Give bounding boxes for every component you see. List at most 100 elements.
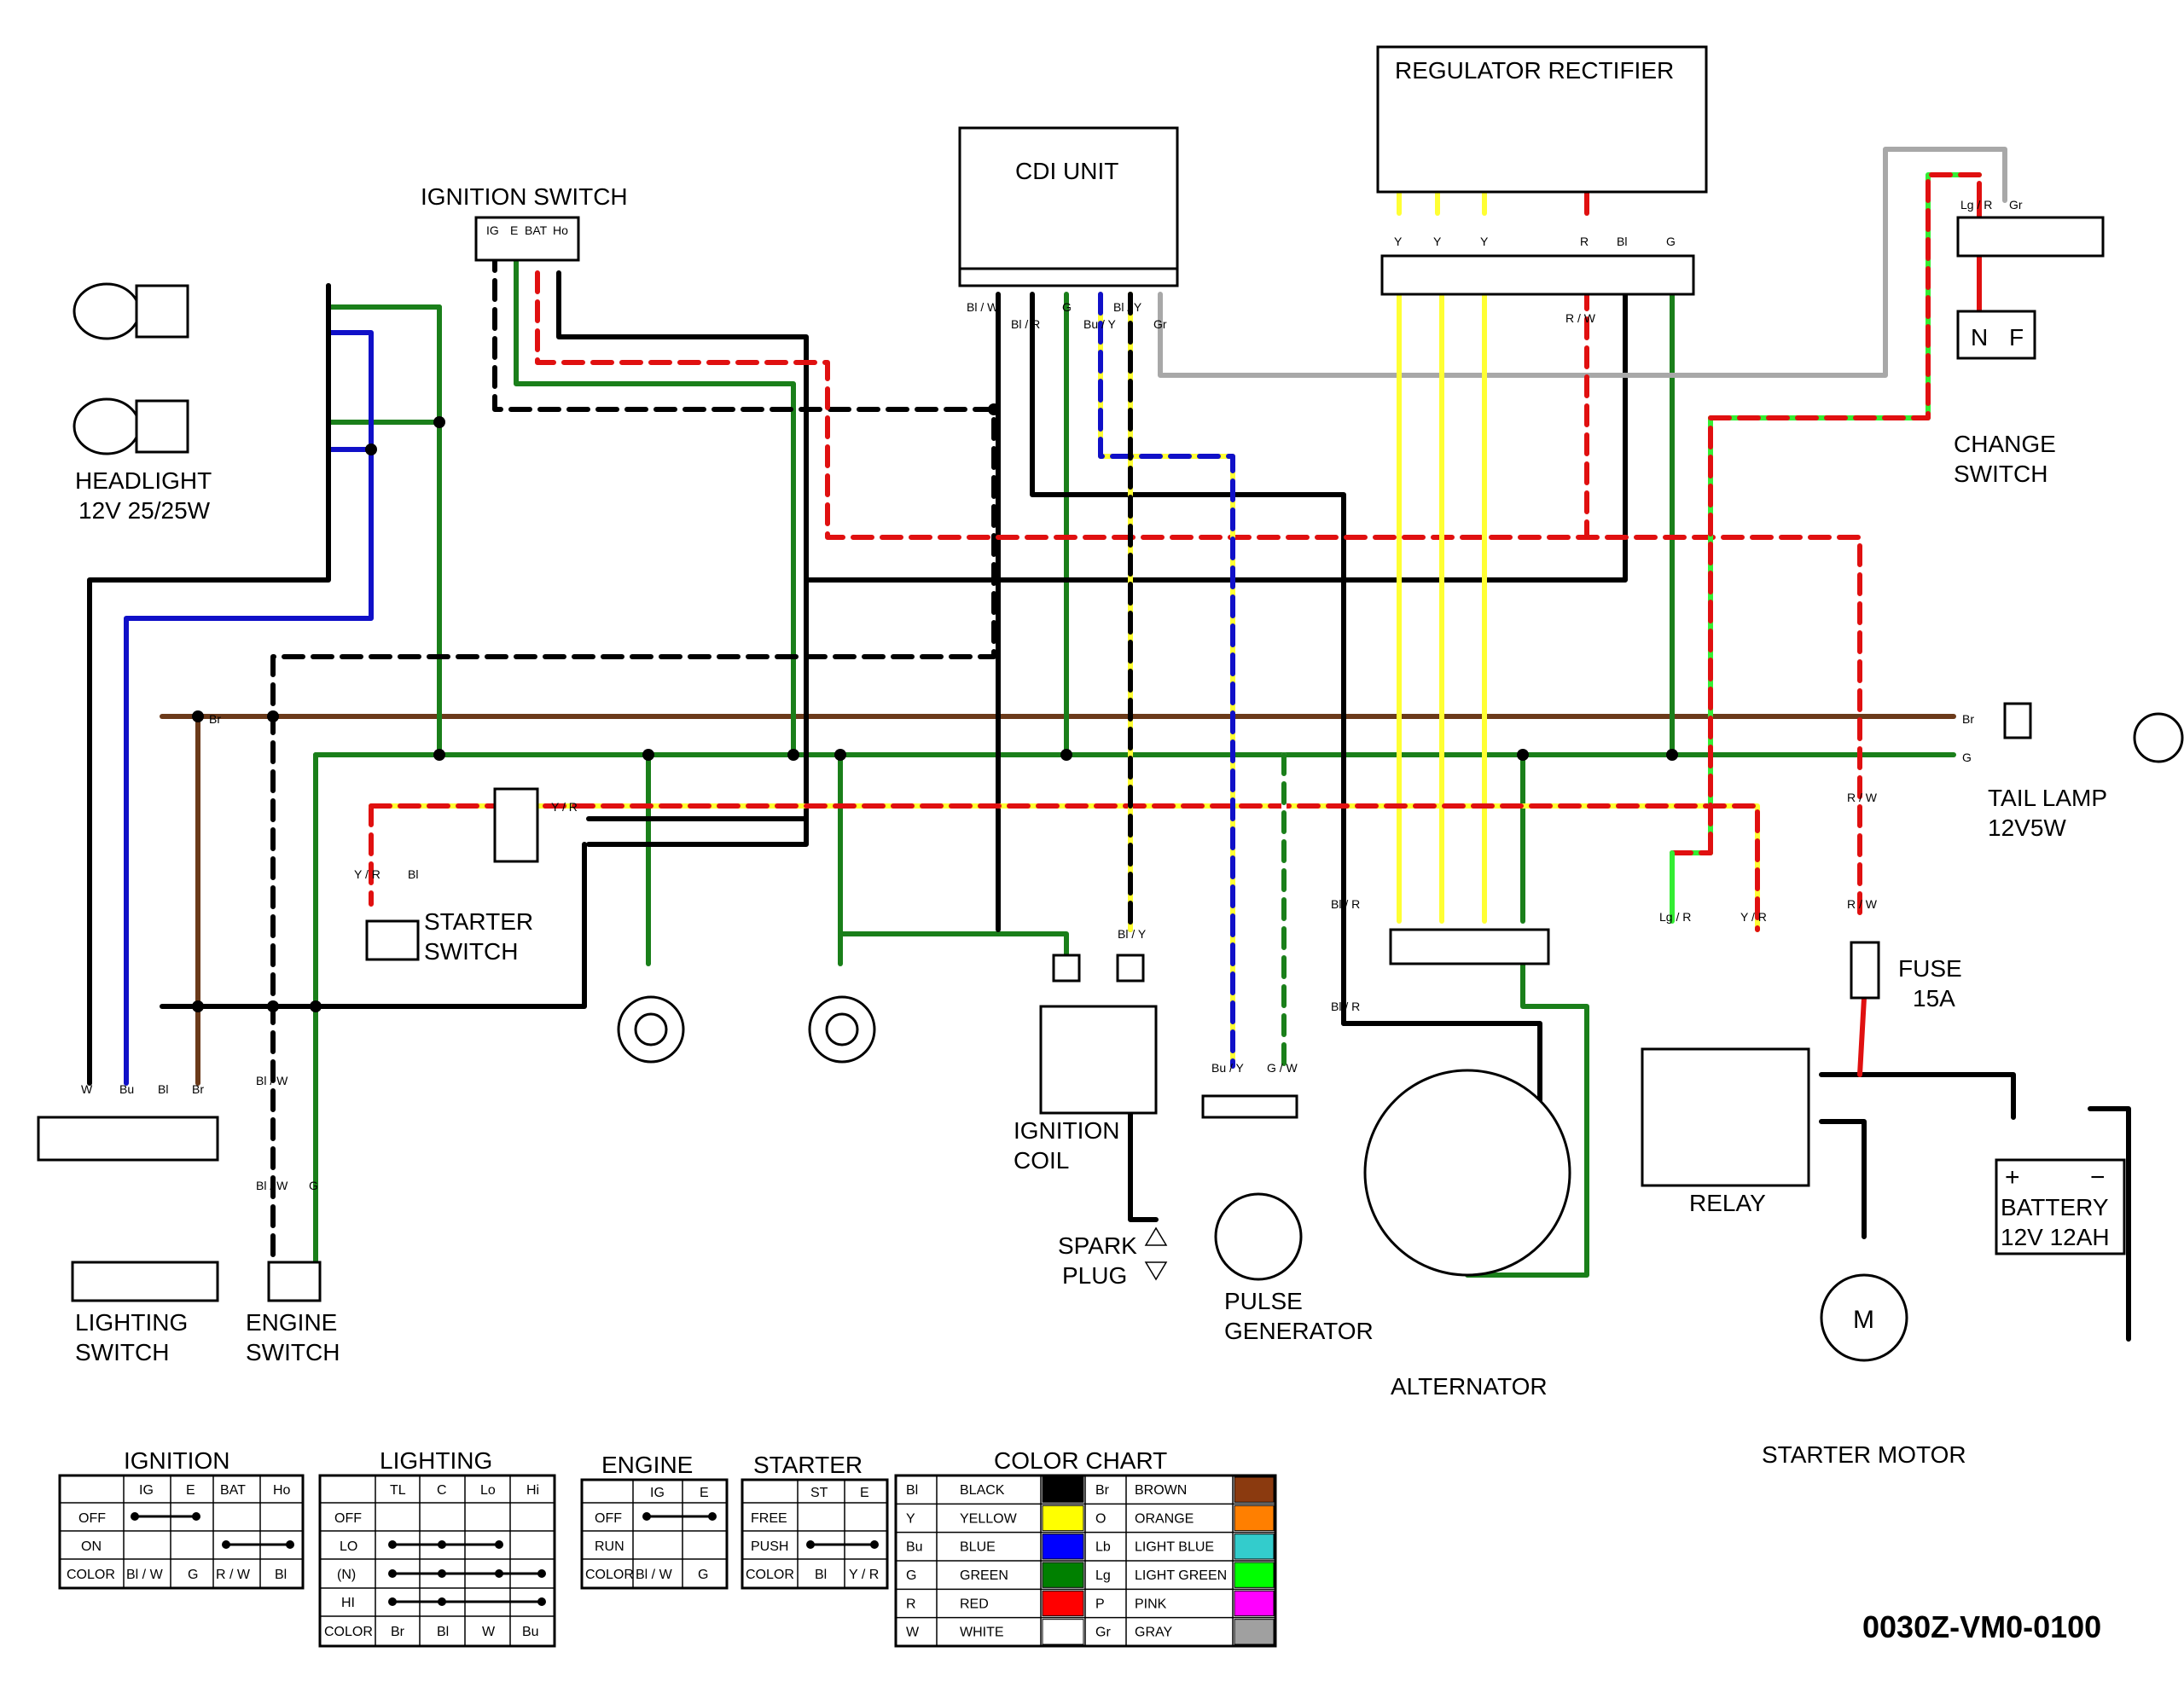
color-swatch-r bbox=[1042, 1590, 1084, 1617]
headlight-bulb-1 bbox=[73, 282, 189, 340]
svg-text:BAT: BAT bbox=[525, 223, 548, 237]
svg-text:G: G bbox=[1062, 300, 1072, 314]
color-name-pink: PINK bbox=[1135, 1597, 1167, 1611]
wire-labels: Bl / W Bl / R G Bu / Y Bl / Y Gr Y Y Y R… bbox=[81, 198, 2023, 1192]
svg-text:Y / R: Y / R bbox=[849, 1568, 879, 1582]
svg-text:R / W: R / W bbox=[1565, 311, 1596, 325]
alternator-title: ALTERNATOR bbox=[1391, 1373, 1548, 1400]
svg-text:Bl: Bl bbox=[408, 867, 418, 881]
color-name-red: RED bbox=[960, 1597, 989, 1611]
svg-text:COLOR CHART: COLOR CHART bbox=[994, 1447, 1167, 1474]
svg-text:Bl / R: Bl / R bbox=[1331, 1000, 1360, 1013]
wire-black-neg bbox=[2088, 1106, 2131, 1342]
svg-text:G: G bbox=[1666, 235, 1676, 248]
svg-text:Bl: Bl bbox=[437, 1625, 449, 1639]
svg-text:Y / R: Y / R bbox=[354, 867, 380, 881]
change-switch-f: F bbox=[2009, 324, 2024, 351]
svg-text:G: G bbox=[309, 1179, 318, 1192]
wire-black-headlight bbox=[87, 283, 331, 1086]
svg-text:OFF: OFF bbox=[334, 1511, 362, 1526]
wire-yellow-pulse bbox=[1098, 292, 1235, 1069]
color-name-yellow: YELLOW bbox=[960, 1511, 1018, 1526]
lighting-switch-body bbox=[37, 1116, 219, 1162]
svg-text:Y: Y bbox=[1394, 235, 1403, 248]
pulse-generator-title: PULSE bbox=[1224, 1288, 1303, 1314]
starter-switch-connector bbox=[493, 787, 539, 863]
engine-switch-title: ENGINE bbox=[246, 1309, 337, 1336]
color-swatch-p bbox=[1234, 1590, 1275, 1617]
svg-text:Ho: Ho bbox=[553, 223, 568, 237]
svg-text:Bl / W: Bl / W bbox=[967, 300, 999, 314]
color-swatch-y bbox=[1042, 1504, 1084, 1532]
svg-text:LO: LO bbox=[340, 1539, 357, 1554]
svg-text:Bl / Y: Bl / Y bbox=[1113, 300, 1142, 314]
svg-text:Bl: Bl bbox=[1617, 235, 1627, 248]
svg-text:FREE: FREE bbox=[751, 1511, 787, 1526]
part-number: 0030Z-VM0-0100 bbox=[1862, 1609, 2101, 1644]
ignition-coil-box bbox=[1039, 1005, 1158, 1115]
color-code-bl: Bl bbox=[906, 1483, 918, 1498]
ignition-coil-title: IGNITION bbox=[1014, 1117, 1119, 1144]
svg-text:Bu: Bu bbox=[522, 1625, 539, 1639]
svg-text:OFF: OFF bbox=[595, 1511, 622, 1526]
svg-text:E: E bbox=[860, 1486, 869, 1500]
ignition-coil-title2: COIL bbox=[1014, 1147, 1069, 1174]
headlight-title: HEADLIGHT bbox=[75, 467, 212, 494]
engine-switch-box bbox=[267, 1261, 322, 1302]
wire-black-cdi-br bbox=[1030, 292, 1346, 1026]
svg-text:PUSH: PUSH bbox=[751, 1539, 788, 1554]
svg-text:Y / R: Y / R bbox=[1740, 910, 1767, 924]
svg-text:G: G bbox=[1962, 751, 1972, 764]
relay-title: RELAY bbox=[1689, 1190, 1766, 1216]
svg-text:G: G bbox=[698, 1568, 708, 1582]
wire-black-ign bbox=[556, 270, 809, 847]
lighting-switch-title: LIGHTING bbox=[75, 1309, 188, 1336]
change-switch-title2: SWITCH bbox=[1954, 461, 2048, 487]
svg-text:R: R bbox=[1580, 235, 1589, 248]
svg-text:COLOR: COLOR bbox=[585, 1568, 634, 1582]
engine-switch-title2: SWITCH bbox=[246, 1339, 340, 1365]
ignition-switch-title: IGNITION SWITCH bbox=[421, 183, 628, 210]
wire-black-starter bbox=[160, 842, 587, 1009]
tail-lamp-rating: 12V5W bbox=[1988, 815, 2066, 841]
svg-text:Br: Br bbox=[209, 712, 221, 726]
color-swatch-g bbox=[1042, 1562, 1084, 1588]
wire-red-dashed-main bbox=[535, 270, 1862, 915]
svg-text:Lg / R: Lg / R bbox=[1659, 910, 1691, 924]
starter-motor-circle bbox=[1820, 1273, 1908, 1362]
svg-text:Bl: Bl bbox=[158, 1082, 168, 1096]
svg-text:(N): (N) bbox=[337, 1568, 356, 1582]
spark-plug-title2: PLUG bbox=[1062, 1262, 1127, 1289]
color-code-lb: Lb bbox=[1095, 1540, 1111, 1555]
svg-text:ENGINE: ENGINE bbox=[601, 1452, 693, 1478]
svg-text:Hi: Hi bbox=[526, 1483, 539, 1498]
svg-text:STARTER: STARTER bbox=[753, 1452, 863, 1478]
color-name-light-green: LIGHT GREEN bbox=[1135, 1568, 1227, 1583]
svg-text:R / W: R / W bbox=[1847, 897, 1878, 911]
svg-text:LIGHTING: LIGHTING bbox=[380, 1447, 492, 1474]
color-code-y: Y bbox=[906, 1511, 915, 1526]
svg-text:Bu: Bu bbox=[119, 1082, 134, 1096]
battery-box bbox=[1995, 1158, 2126, 1255]
change-switch-n: N bbox=[1971, 324, 1988, 351]
wire-green-altground bbox=[1465, 961, 1589, 1278]
color-code-p: P bbox=[1095, 1597, 1105, 1611]
battery-title: BATTERY bbox=[2001, 1194, 2109, 1220]
pulse-generator-circle bbox=[1214, 1192, 1303, 1281]
wire-black-alt bbox=[1341, 1021, 1542, 1103]
lighting-switch-box bbox=[71, 1261, 219, 1302]
wire-blue-lighting bbox=[124, 330, 374, 1086]
svg-text:Bl / R: Bl / R bbox=[1331, 897, 1360, 911]
wire-green-coil bbox=[838, 931, 1069, 958]
ignition-table: IGNITION IG E BAT Ho OFF ON COLOR Bl / W… bbox=[58, 1447, 305, 1590]
starter-switch-box bbox=[365, 919, 420, 961]
svg-text:IG: IG bbox=[650, 1486, 665, 1500]
junction-dots bbox=[192, 403, 1678, 1012]
svg-text:Lo: Lo bbox=[480, 1483, 496, 1498]
svg-text:IG: IG bbox=[486, 223, 499, 237]
svg-text:Bl: Bl bbox=[815, 1568, 827, 1582]
starter-table: STARTER ST E FREE PUSH COLOR Bl Y / R bbox=[741, 1452, 889, 1590]
wires bbox=[87, 147, 2131, 1342]
wire-lightgreen-change bbox=[1708, 172, 1982, 855]
svg-text:E: E bbox=[186, 1483, 195, 1498]
